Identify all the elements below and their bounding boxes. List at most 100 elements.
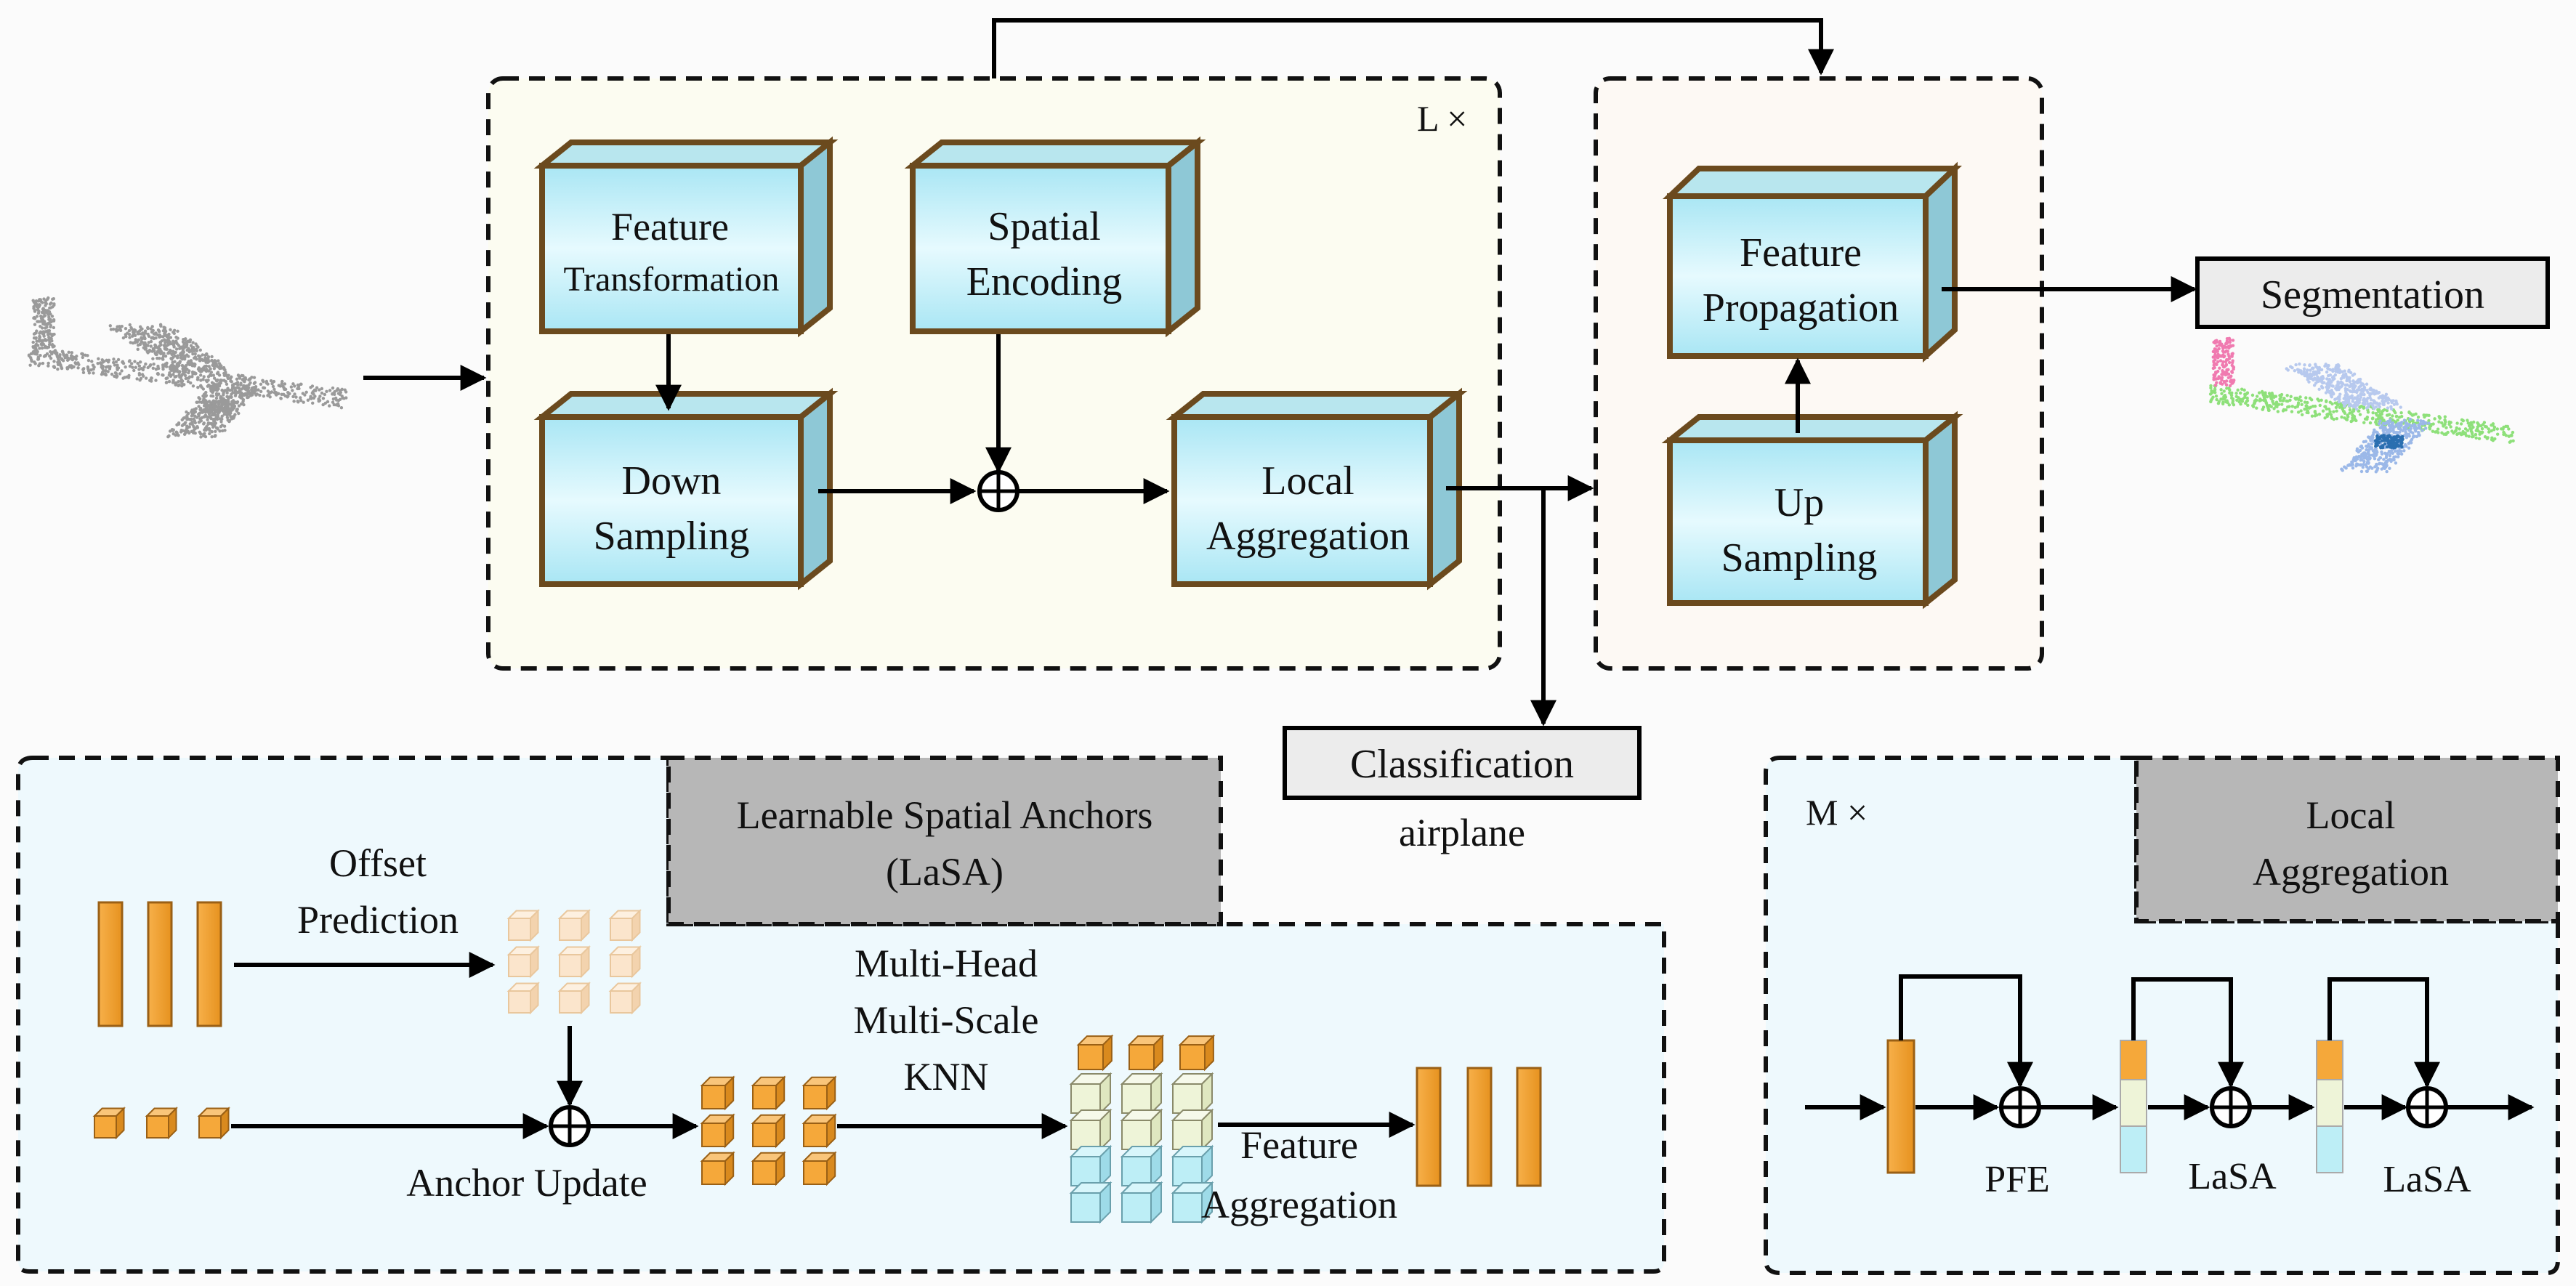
up-sampling-block: Up Sampling — [1661, 411, 1963, 610]
updated-anchor-cube — [700, 1151, 735, 1186]
updated-anchor-cube — [751, 1113, 786, 1149]
la-title-line2: Aggregation — [2253, 850, 2449, 894]
feature-transformation-block: Feature Transformation — [533, 136, 839, 338]
local-aggregation-line1: Local — [1261, 458, 1354, 504]
class-result-label: airplane — [1399, 811, 1525, 854]
lasa-title-line1: Learnable Spatial Anchors — [737, 793, 1153, 837]
feature-aggregation-line1: Feature — [1240, 1123, 1358, 1167]
down-sampling-line2: Sampling — [594, 514, 750, 559]
knn-label-line1: Multi-Head — [855, 942, 1038, 985]
lasa-title-box — [666, 756, 1223, 926]
stack-head-cube — [1127, 1034, 1165, 1072]
anchor-cube — [197, 1107, 230, 1140]
stack-low-cube — [1171, 1144, 1214, 1188]
offset-cube — [506, 945, 540, 979]
la-sum-node-1 — [1999, 1086, 2041, 1128]
updated-anchor-cube — [802, 1113, 837, 1149]
input-feature-bars — [97, 901, 222, 1027]
feature-aggregation-line2: Aggregation — [1201, 1183, 1397, 1226]
anchor-sum-node — [549, 1105, 591, 1147]
anchor-update-label: Anchor Update — [406, 1161, 647, 1205]
stack-mid-cube — [1069, 1072, 1113, 1115]
offset-cube — [557, 945, 591, 979]
la-feature-bar — [1886, 1039, 1915, 1174]
updated-anchor-cube — [700, 1075, 735, 1111]
segmentation-label: Segmentation — [2261, 272, 2484, 318]
updated-anchor-cube — [751, 1075, 786, 1111]
offset-cube — [557, 909, 591, 942]
updated-anchor-cube — [802, 1151, 837, 1186]
knn-label-line2: Multi-Scale — [854, 998, 1039, 1042]
offset-cube — [557, 982, 591, 1015]
offset-cube — [506, 909, 540, 942]
stack-low-cube — [1171, 1181, 1214, 1224]
offset-cubes — [506, 909, 642, 1015]
feature-transformation-line2: Transformation — [564, 260, 780, 299]
stack-low-cube — [1069, 1144, 1113, 1188]
local-aggregation-block: Local Aggregation — [1166, 387, 1468, 591]
updated-anchor-cubes — [700, 1075, 837, 1186]
offset-prediction-line1: Offset — [329, 841, 427, 885]
la-label-pfe: PFE — [1985, 1159, 2050, 1200]
anchor-cube — [145, 1107, 178, 1140]
feature-transformation-line1: Feature — [611, 205, 729, 248]
classification-label: Classification — [1350, 742, 1574, 787]
la-skip3-arrow — [2327, 977, 2440, 1088]
local-aggregation-line2: Aggregation — [1206, 514, 1410, 559]
stack-mid-cube — [1120, 1072, 1163, 1115]
updated-anchor-cube — [802, 1075, 837, 1111]
la-skip1-arrow — [1899, 974, 2033, 1088]
updated-anchor-cube — [700, 1113, 735, 1149]
la-stacked-bar-3 — [2316, 1040, 2343, 1173]
segmented-airplane-point-cloud — [2208, 336, 2515, 474]
local-aggregation-panel — [1764, 756, 2560, 1275]
feature-propagation-line1: Feature — [1740, 230, 1862, 275]
la-repeat-label: M × — [1806, 792, 1868, 833]
neighbor-stack — [1069, 1034, 1114, 1224]
updated-anchor-cube — [751, 1151, 786, 1186]
classification-box — [1283, 726, 1642, 800]
stack-head-cube — [1178, 1034, 1216, 1072]
offset-cube — [608, 982, 642, 1015]
offset-cube — [608, 909, 642, 942]
input-airplane-point-cloud — [27, 296, 348, 439]
la-label-lasa-1: LaSA — [2188, 1156, 2277, 1197]
knn-label-line3: KNN — [904, 1055, 989, 1099]
lasa-panel — [16, 756, 1666, 1274]
la-sum-node-3 — [2406, 1086, 2448, 1128]
offset-cube — [608, 945, 642, 979]
stack-mid-cube — [1120, 1108, 1163, 1152]
la-stacked-bar-2 — [2120, 1040, 2147, 1173]
la-sum-node-2 — [2210, 1086, 2252, 1128]
la-title-line1: Local — [2306, 793, 2396, 837]
offset-cube — [506, 982, 540, 1015]
up-sampling-line1: Up — [1774, 480, 1824, 525]
la-skip2-arrow — [2131, 977, 2244, 1088]
sum-node — [977, 470, 1020, 512]
grouped-neighbor-stacks — [1069, 1034, 1216, 1224]
skip-connection-arrow — [992, 18, 1834, 78]
neighbor-stack — [1120, 1034, 1165, 1224]
neighbor-stack — [1171, 1034, 1216, 1224]
stack-mid-cube — [1171, 1072, 1214, 1115]
encoder-repeat-label: L × — [1417, 98, 1467, 139]
segmentation-box — [2195, 256, 2550, 329]
stack-mid-cube — [1069, 1108, 1113, 1152]
spatial-encoding-block: Spatial Encoding — [904, 136, 1206, 338]
feature-propagation-line2: Propagation — [1703, 286, 1899, 331]
down-sampling-block: Down Sampling — [533, 387, 839, 591]
stack-mid-cube — [1171, 1108, 1214, 1152]
feature-propagation-block: Feature Propagation — [1662, 161, 1963, 363]
output-feature-bars — [1416, 1067, 1542, 1187]
stack-head-cube — [1076, 1034, 1114, 1072]
spatial-encoding-line1: Spatial — [988, 204, 1101, 249]
stack-low-cube — [1069, 1181, 1113, 1224]
lasa-title-line2: (LaSA) — [886, 850, 1004, 894]
offset-prediction-line2: Prediction — [297, 898, 459, 942]
la-title-box — [2134, 756, 2560, 923]
stack-low-cube — [1120, 1181, 1163, 1224]
la-label-lasa-2: LaSA — [2383, 1159, 2471, 1200]
up-sampling-line2: Sampling — [1721, 535, 1878, 581]
stack-low-cube — [1120, 1144, 1163, 1188]
